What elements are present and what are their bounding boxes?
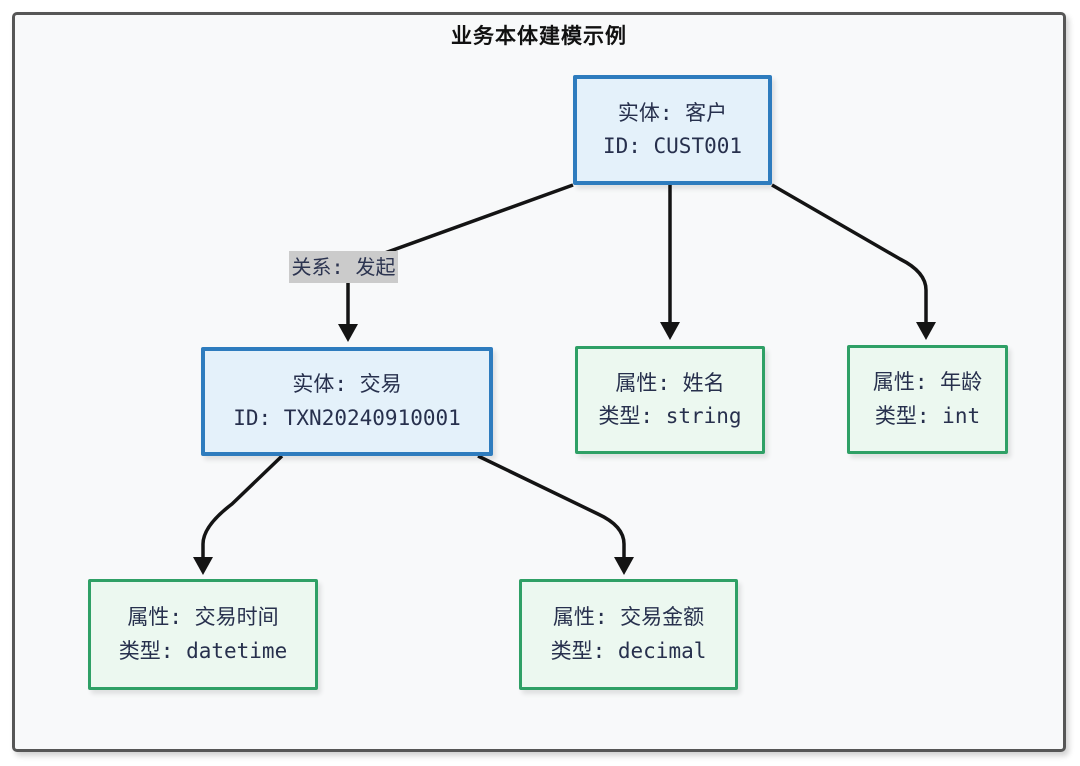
- entity-node-customer: 实体: 客户 ID: CUST001: [573, 75, 772, 185]
- attr-txn-time-line: 属性: 交易时间: [127, 605, 279, 630]
- attribute-node-txn-time: 属性: 交易时间 类型: datetime: [88, 579, 318, 690]
- attr-txn-time-type-line: 类型: datetime: [118, 638, 288, 663]
- transaction-entity-line: 实体: 交易: [292, 372, 402, 397]
- attr-name-type-line: 类型: string: [598, 404, 742, 428]
- attribute-node-age: 属性: 年龄 类型: int: [847, 345, 1008, 454]
- attribute-node-name: 属性: 姓名 类型: string: [575, 346, 765, 454]
- attribute-node-txn-amount: 属性: 交易金额 类型: decimal: [519, 579, 738, 690]
- attr-txn-amount-type-line: 类型: decimal: [550, 638, 707, 663]
- customer-id-line: ID: CUST001: [602, 134, 743, 158]
- relation-label: 关系: 发起: [289, 251, 398, 283]
- attr-age-line: 属性: 年龄: [872, 370, 983, 395]
- customer-entity-line: 实体: 客户: [617, 100, 728, 125]
- transaction-id-line: ID: TXN20240910001: [233, 405, 461, 430]
- attr-age-type-line: 类型: int: [874, 403, 981, 428]
- entity-node-transaction: 实体: 交易 ID: TXN20240910001: [201, 347, 493, 456]
- attr-txn-amount-line: 属性: 交易金额: [552, 605, 705, 630]
- diagram-title: 业务本体建模示例: [451, 24, 627, 48]
- attr-name-line: 属性: 姓名: [615, 370, 725, 395]
